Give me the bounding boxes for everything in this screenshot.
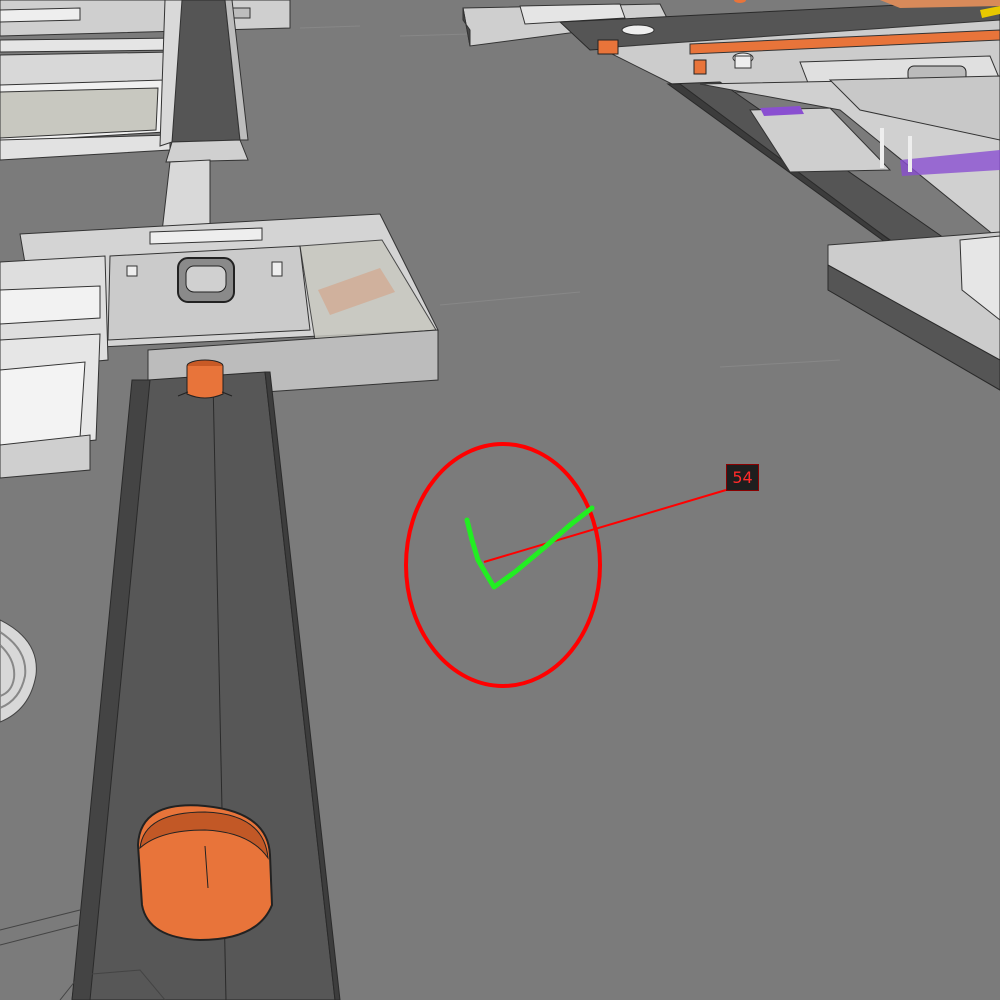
trajectory-path: [464, 505, 595, 590]
corridor-upper: [159, 0, 249, 233]
waypoint-circle[interactable]: [404, 442, 602, 688]
floor-outline-bottom-left: [0, 909, 166, 1000]
orange-cylinder-small: [177, 359, 233, 399]
building-right: [827, 231, 1000, 391]
waypoint-leader-line: [483, 489, 727, 563]
corridor-right: [666, 75, 1000, 283]
waypoint-id-label: 54: [726, 464, 759, 491]
orange-cylinder-large: [136, 804, 274, 942]
building-center: [0, 213, 439, 479]
waypoint-marker[interactable]: [404, 442, 727, 688]
floor-guide-lines: [299, 25, 841, 368]
spiral-object: [0, 619, 37, 723]
